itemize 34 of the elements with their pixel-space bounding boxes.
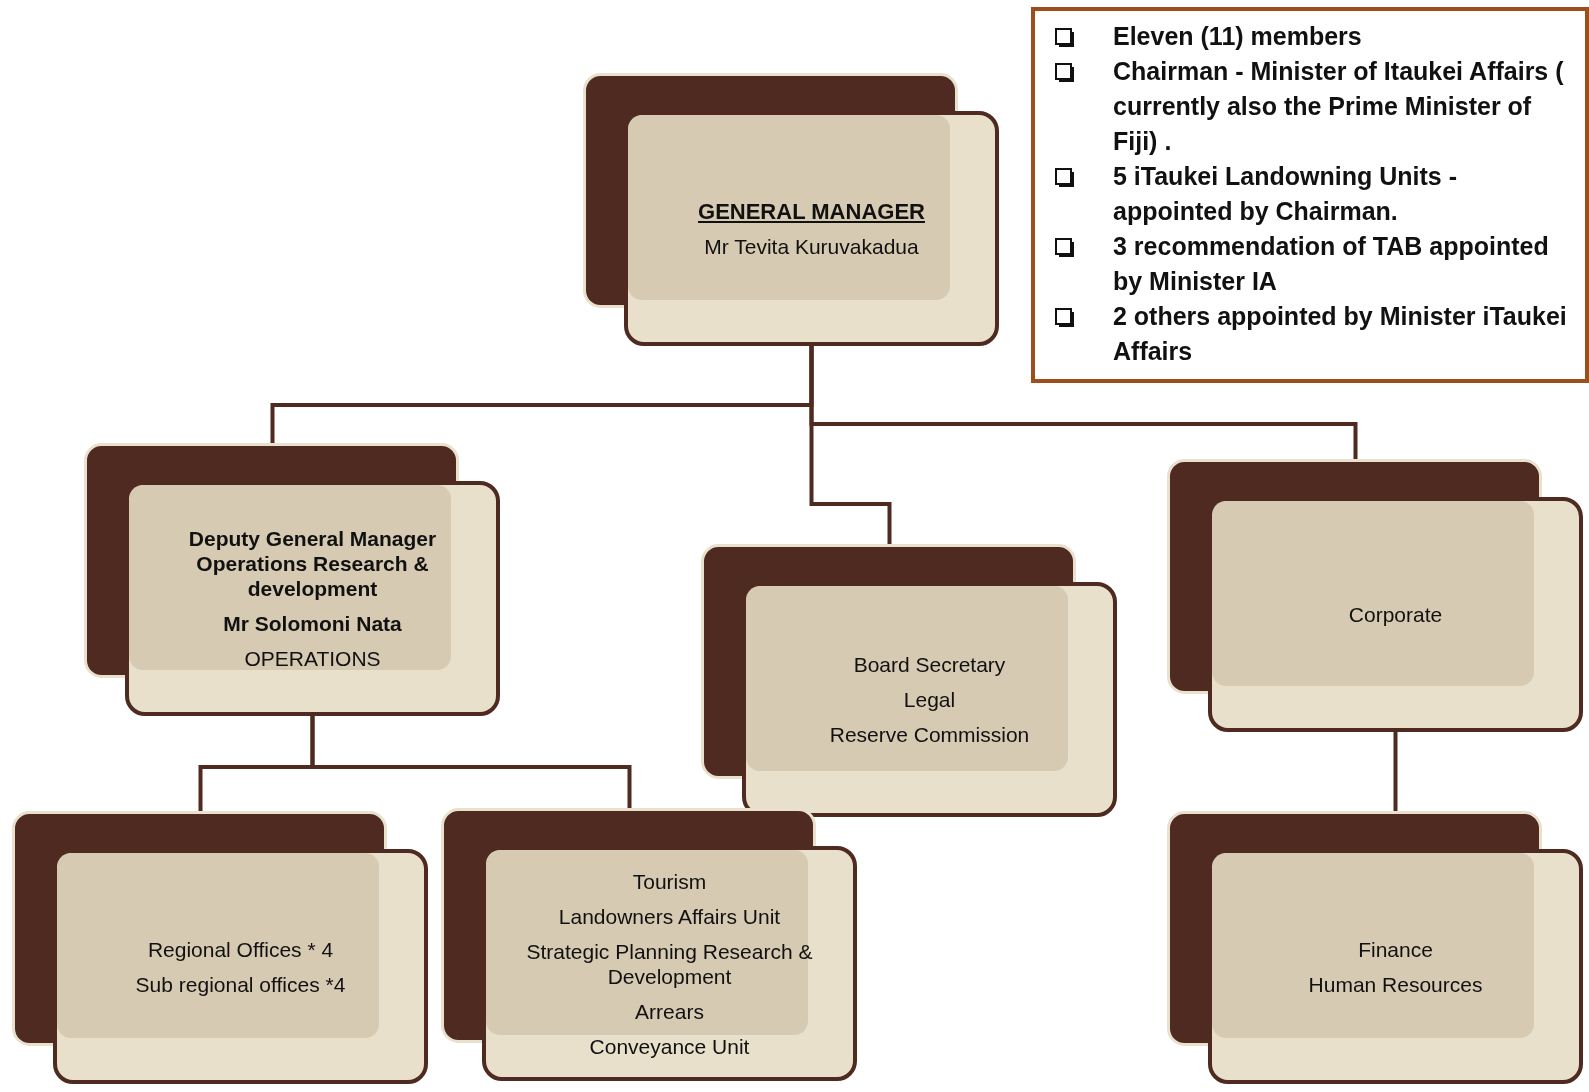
- unit-text: Arrears: [635, 998, 704, 1024]
- unit-text: Tourism: [632, 868, 707, 894]
- note-text: 5 iTaukei Landowning Units - appointed by Chairman.: [1113, 161, 1458, 227]
- connector-line: [310, 716, 632, 808]
- unit-text: Sub regional offices *4: [135, 971, 346, 997]
- unit-text: Regional Offices * 4: [147, 936, 334, 962]
- org-card: [583, 73, 999, 346]
- unit-text: Reserve Commission: [829, 722, 1030, 747]
- unit-text: Corporate: [1348, 602, 1443, 627]
- connector-line: [809, 346, 1358, 459]
- unit-text: Board Secretary: [853, 652, 1006, 677]
- unit-text: Human Resources: [1308, 971, 1483, 997]
- org-card: [1167, 811, 1583, 1084]
- org-card: [1167, 459, 1583, 732]
- org-card: [84, 443, 500, 716]
- connector-line: [1393, 732, 1398, 811]
- unit-text: Legal: [903, 687, 956, 712]
- org-card: [701, 544, 1117, 817]
- note-text: 2 others appointed by Minister iTaukei Affairs: [1113, 301, 1568, 367]
- unit-text: Strategic Planning Research & Development: [525, 938, 814, 989]
- note-text: Eleven (11) members: [1113, 21, 1362, 52]
- note-text: Chairman - Minister of Itaukei Affairs ( currently also the Prime Minister of Fiji) .: [1113, 56, 1565, 157]
- unit-text: Landowners Affairs Unit: [558, 903, 781, 929]
- heading-text: Deputy General Manager Operations Research & development: [187, 526, 438, 601]
- unit-text: Finance: [1358, 936, 1433, 962]
- unit-text: Conveyance Unit: [589, 1033, 750, 1059]
- unit-text: Mr Tevita Kuruvakadua: [704, 233, 919, 259]
- org-card: [441, 808, 857, 1081]
- title-text: GENERAL MANAGER: [698, 198, 925, 224]
- unit-text: OPERATIONS: [244, 646, 381, 671]
- note-text: 3 recommendation of TAB appointed by Minister IA: [1113, 231, 1550, 297]
- heading-text: Mr Solomoni Nata: [223, 611, 402, 636]
- org-card: [12, 811, 428, 1084]
- notes-panel: [1031, 7, 1589, 383]
